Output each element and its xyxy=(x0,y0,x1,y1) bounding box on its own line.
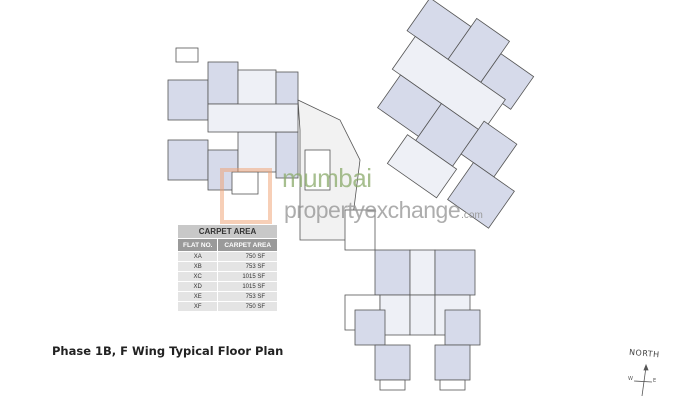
carpet-area: 753 SF xyxy=(217,261,278,272)
watermark-suffix: .com xyxy=(461,210,483,221)
carpet-area: 750 SF xyxy=(217,251,278,262)
central-core xyxy=(297,99,376,251)
left-wing xyxy=(167,47,299,195)
right-wing xyxy=(377,0,535,229)
east-label: E xyxy=(653,378,657,384)
carpet-area: 1015 SF xyxy=(217,281,278,292)
bottom-wing xyxy=(344,249,481,391)
carpet-area: 753 SF xyxy=(217,291,278,302)
flat-no: XF xyxy=(176,301,219,312)
carpet-area: 1015 SF xyxy=(217,271,278,282)
table-heading: CARPET AREA xyxy=(177,224,278,239)
flat-no: XC xyxy=(176,271,219,282)
flat-no: XA xyxy=(176,251,219,262)
plan-title: Phase 1B, F Wing Typical Floor Plan xyxy=(52,344,284,358)
watermark-text: mumbai xyxy=(282,163,372,193)
watermark-logo xyxy=(220,168,272,224)
compass-icon xyxy=(633,363,653,397)
watermark-text: propertyexchange xyxy=(284,197,461,223)
flat-no: XD xyxy=(176,281,219,292)
column-header: CARPET AREA xyxy=(217,238,278,252)
west-label: W xyxy=(628,376,633,382)
flat-no: XB xyxy=(176,261,219,272)
watermark-row: propertyexchange .com xyxy=(284,196,483,224)
carpet-area: 750 SF xyxy=(217,301,278,312)
column-header: FLAT NO. xyxy=(176,238,219,252)
flat-no: XE xyxy=(176,291,219,302)
